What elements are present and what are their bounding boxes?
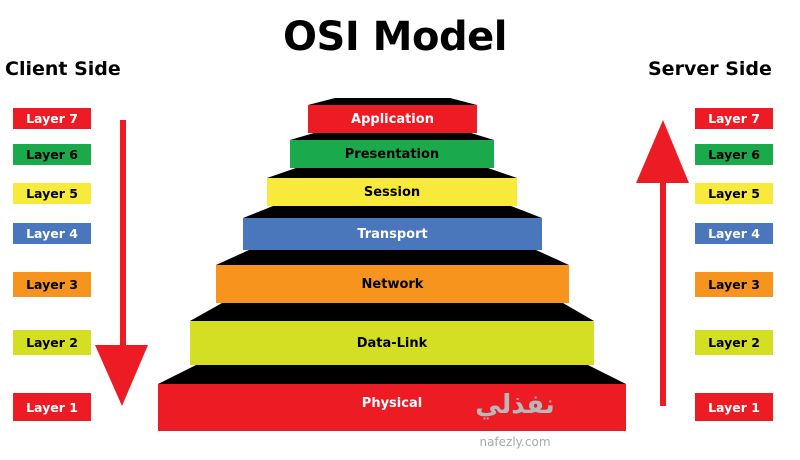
step-tread [267,168,517,178]
client-side-layer-6: Layer 6 [13,144,91,165]
client-side-label: Client Side [5,58,121,80]
step-tread [243,206,542,218]
watermark-arabic: نفذلي [475,390,555,420]
osi-layer-application: Application [308,105,477,133]
client-side-layer-4: Layer 4 [13,223,91,244]
osi-layer-physical: Physical [158,384,626,431]
osi-layer-session: Session [267,178,517,206]
server-side-layer-2: Layer 2 [695,330,773,355]
server-side-layer-3: Layer 3 [695,272,773,297]
client-side-layer-7: Layer 7 [13,108,91,129]
up-arrow-icon [636,120,689,183]
down-arrow-shaft [120,120,126,350]
server-side-layer-1: Layer 1 [695,393,773,421]
watermark-site: nafezly.com [479,435,551,449]
server-side-layer-4: Layer 4 [695,223,773,244]
step-tread [190,303,594,321]
server-side-layer-6: Layer 6 [695,144,773,165]
up-arrow-shaft [660,178,666,406]
client-side-layer-5: Layer 5 [13,183,91,204]
server-side-layer-5: Layer 5 [695,183,773,204]
step-tread [290,133,494,140]
osi-layer-presentation: Presentation [290,140,494,168]
osi-layer-transport: Transport [243,218,542,250]
server-side-label: Server Side [648,58,772,80]
server-side-layer-7: Layer 7 [695,108,773,129]
step-tread [158,365,626,384]
diagram-title: OSI Model [283,14,507,60]
client-side-layer-3: Layer 3 [13,272,91,297]
osi-layer-data-link: Data-Link [190,321,594,365]
down-arrow-icon [95,345,148,406]
client-side-layer-2: Layer 2 [13,330,91,355]
client-side-layer-1: Layer 1 [13,393,91,421]
step-tread [308,98,477,105]
osi-layer-network: Network [216,265,569,303]
step-tread [216,250,569,265]
